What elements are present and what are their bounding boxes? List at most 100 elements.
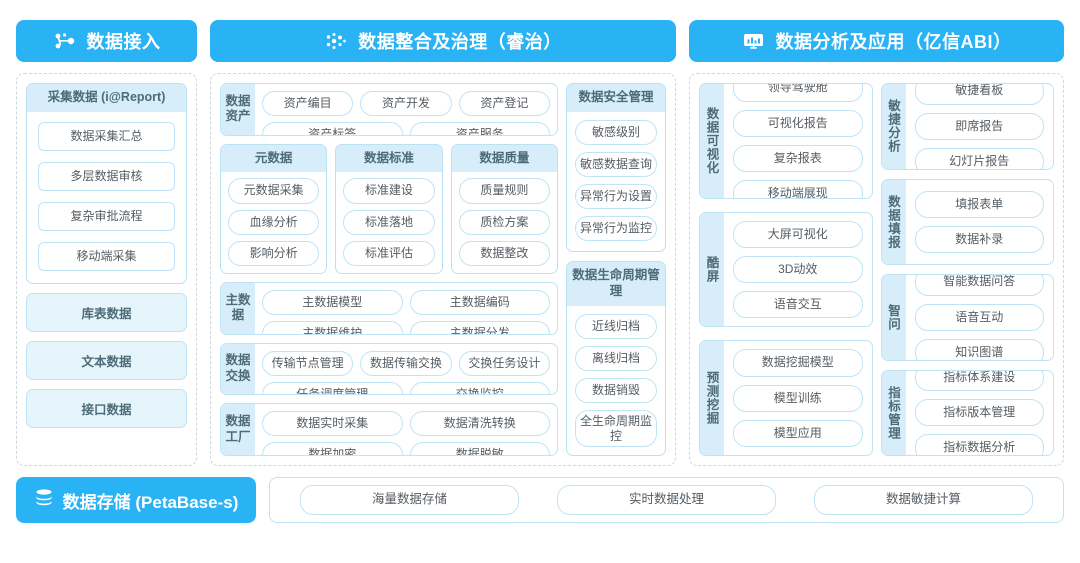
card-title: 数据生命周期管理 <box>566 262 665 306</box>
panel-data-analysis: 数据可视化 领导驾驶舱 可视化报告 复杂报表 移动端展现 酷屏 大屏可视化 3D… <box>689 73 1064 466</box>
item-pill[interactable]: 异常行为设置 <box>574 184 657 210</box>
source-box[interactable]: 库表数据 <box>26 293 187 333</box>
item-pill[interactable]: 数据敏捷计算 <box>814 485 1033 515</box>
group-row: 任务调度管理 交换监控 <box>262 381 550 395</box>
item-pill[interactable]: 复杂报表 <box>733 144 863 173</box>
item-pill[interactable]: 资产服务 <box>409 122 550 135</box>
item-pill[interactable]: 主数据模型 <box>262 289 403 316</box>
group-data-visualization: 数据可视化 领导驾驶舱 可视化报告 复杂报表 移动端展现 <box>699 83 873 199</box>
storage-header[interactable]: 数据存储 (PetaBase-s) <box>16 477 256 523</box>
card-title: 数据质量 <box>451 144 557 173</box>
data-particles-icon <box>324 30 348 52</box>
source-box[interactable]: 接口数据 <box>26 389 187 429</box>
governance-side-stack: 数据安全管理 敏感级别 敏感数据查询 异常行为设置 异常行为监控 数据生命周期管… <box>565 83 666 456</box>
item-pill[interactable]: 智能数据问答 <box>914 274 1044 296</box>
item-pill[interactable]: 数据采集汇总 <box>38 121 175 151</box>
item-pill[interactable]: 可视化报告 <box>733 109 863 137</box>
card-title: 采集数据 (i@Report) <box>27 84 186 112</box>
item-pill[interactable]: 模型训练 <box>733 384 863 412</box>
item-pill[interactable]: 敏捷看板 <box>914 83 1044 105</box>
card-data-standard: 数据标准 标准建设 标准落地 标准评估 <box>335 143 443 274</box>
item-pill[interactable]: 语音互动 <box>914 303 1044 331</box>
group-body: 智能数据问答 语音互动 知识图谱 <box>906 274 1054 360</box>
item-pill[interactable]: 领导驾驶舱 <box>733 83 863 102</box>
group-master-data: 主数据 主数据模型 主数据编码 主数据维护 主数据分发 <box>220 281 558 335</box>
item-pill[interactable]: 知识图谱 <box>914 338 1044 360</box>
item-pill[interactable]: 复杂审批流程 <box>38 202 175 232</box>
item-pill[interactable]: 主数据维护 <box>262 321 403 334</box>
group-data-exchange: 数据交换 传输节点管理 数据传输交换 交换任务设计 任务调度管理 交换监控 <box>220 342 558 396</box>
governance-main-stack: 数据资产 资产编目 资产开发 资产登记 资产标签 资产服务 <box>220 83 558 456</box>
item-pill[interactable]: 数据整改 <box>458 240 550 266</box>
item-pill[interactable]: 异常行为监控 <box>574 216 657 242</box>
item-pill[interactable]: 移动端展现 <box>733 180 863 198</box>
item-pill[interactable]: 数据销毁 <box>574 378 657 404</box>
item-pill[interactable]: 元数据采集 <box>228 178 320 204</box>
item-pill[interactable]: 指标体系建设 <box>914 370 1044 392</box>
item-pill[interactable]: 数据脱敏 <box>409 442 550 456</box>
group-body: 数据挖掘模型 模型训练 模型应用 <box>724 341 872 455</box>
item-pill[interactable]: 敏感级别 <box>574 119 657 145</box>
item-pill[interactable]: 交换监控 <box>409 381 550 395</box>
item-pill[interactable]: 数据挖掘模型 <box>733 349 863 377</box>
item-pill[interactable]: 资产开发 <box>360 91 452 117</box>
card-body: 数据采集汇总 多层数据审核 复杂审批流程 移动端采集 <box>27 112 186 284</box>
item-pill[interactable]: 资产编目 <box>262 91 354 117</box>
header-title: 数据分析及应用（亿信ABI） <box>775 32 1012 52</box>
item-pill[interactable]: 影响分析 <box>228 240 320 266</box>
item-pill[interactable]: 任务调度管理 <box>262 381 403 395</box>
header-data-ingest[interactable]: 数据接入 <box>16 20 197 62</box>
item-pill[interactable]: 3D动效 <box>733 255 863 284</box>
item-pill[interactable]: 传输节点管理 <box>262 350 354 376</box>
item-pill[interactable]: 数据补录 <box>914 225 1044 253</box>
source-box[interactable]: 文本数据 <box>26 341 187 381</box>
card-data-lifecycle: 数据生命周期管理 近线归档 离线归档 数据销毁 全生命周期监控 <box>565 261 666 456</box>
item-pill[interactable]: 移动端采集 <box>38 242 175 272</box>
item-pill[interactable]: 质检方案 <box>458 209 550 235</box>
storage-items-panel: 海量数据存储 实时数据处理 数据敏捷计算 <box>269 477 1064 523</box>
item-pill[interactable]: 资产标签 <box>262 122 403 135</box>
item-pill[interactable]: 资产登记 <box>458 91 550 117</box>
item-pill[interactable]: 数据传输交换 <box>360 350 452 376</box>
item-pill[interactable]: 标准落地 <box>343 209 435 235</box>
item-pill[interactable]: 指标数据分析 <box>914 434 1044 456</box>
header-data-governance[interactable]: 数据整合及治理（睿治） <box>210 20 676 62</box>
item-pill[interactable]: 敏感数据查询 <box>574 151 657 177</box>
item-pill[interactable]: 数据加密 <box>262 442 403 456</box>
item-pill[interactable]: 多层数据审核 <box>38 161 175 191</box>
item-pill[interactable]: 模型应用 <box>733 419 863 447</box>
group-label: 主数据 <box>221 282 255 334</box>
item-pill[interactable]: 离线归档 <box>574 345 657 371</box>
nodes-network-icon <box>53 30 77 52</box>
item-pill[interactable]: 近线归档 <box>574 313 657 339</box>
group-label: 指标管理 <box>881 370 906 455</box>
item-pill[interactable]: 数据清洗转换 <box>409 411 550 437</box>
item-pill[interactable]: 数据实时采集 <box>262 411 403 437</box>
item-pill[interactable]: 幻灯片报告 <box>914 147 1044 169</box>
item-pill[interactable]: 实时数据处理 <box>557 485 776 515</box>
item-pill[interactable]: 海量数据存储 <box>300 485 519 515</box>
item-pill[interactable]: 主数据编码 <box>409 289 550 316</box>
item-pill[interactable]: 标准评估 <box>343 240 435 266</box>
item-pill[interactable]: 指标版本管理 <box>914 399 1044 427</box>
panel-data-ingest: 采集数据 (i@Report) 数据采集汇总 多层数据审核 复杂审批流程 移动端… <box>16 73 197 466</box>
card-body: 元数据采集 血缘分析 影响分析 <box>221 172 326 273</box>
item-pill[interactable]: 大屏可视化 <box>733 220 863 248</box>
group-body: 主数据模型 主数据编码 主数据维护 主数据分发 <box>255 283 557 334</box>
item-pill[interactable]: 即席报告 <box>914 112 1044 140</box>
item-pill[interactable]: 填报表单 <box>914 190 1044 218</box>
group-row: 数据实时采集 数据清洗转换 <box>262 411 550 437</box>
item-pill[interactable]: 标准建设 <box>343 178 435 204</box>
header-data-analysis[interactable]: 数据分析及应用（亿信ABI） <box>689 20 1064 62</box>
item-pill[interactable]: 语音交互 <box>733 291 863 319</box>
item-pill[interactable]: 主数据分发 <box>409 321 550 334</box>
item-pill[interactable]: 交换任务设计 <box>458 350 550 376</box>
item-pill[interactable]: 血缘分析 <box>228 209 320 235</box>
group-row: 主数据模型 主数据编码 <box>262 289 550 316</box>
item-pill[interactable]: 质量规则 <box>458 178 550 204</box>
group-label: 数据资产 <box>221 84 255 135</box>
item-pill[interactable]: 全生命周期监控 <box>574 410 657 447</box>
header-title: 数据整合及治理（睿治） <box>358 32 562 52</box>
group-label: 预测挖掘 <box>700 341 724 456</box>
